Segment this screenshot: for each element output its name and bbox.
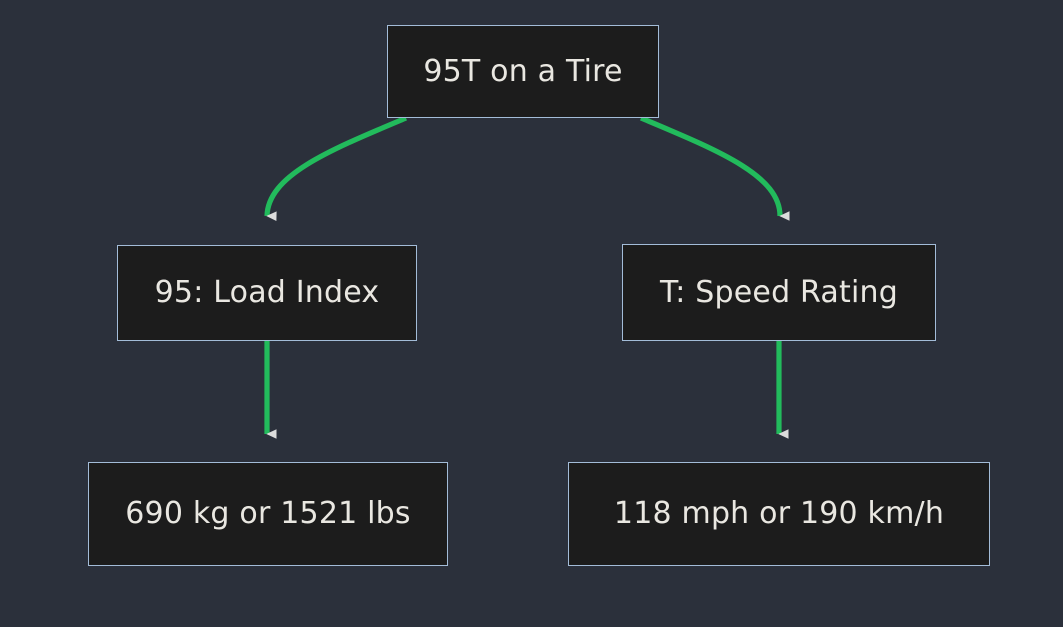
edge-root-to-load — [264, 115, 408, 222]
node-speed-value[interactable]: 118 mph or 190 km/h — [568, 462, 990, 566]
node-speed-rating-label: T: Speed Rating — [660, 274, 898, 310]
node-root[interactable]: 95T on a Tire — [387, 25, 659, 118]
node-load-value-label: 690 kg or 1521 lbs — [125, 496, 411, 531]
node-load-value[interactable]: 690 kg or 1521 lbs — [88, 462, 448, 566]
node-speed-rating[interactable]: T: Speed Rating — [622, 244, 936, 341]
node-root-label: 95T on a Tire — [423, 53, 623, 89]
node-speed-value-label: 118 mph or 190 km/h — [613, 496, 945, 531]
node-load-index-label: 95: Load Index — [154, 275, 380, 310]
edge-root-to-speed — [639, 115, 790, 221]
node-load-index[interactable]: 95: Load Index — [117, 245, 417, 341]
